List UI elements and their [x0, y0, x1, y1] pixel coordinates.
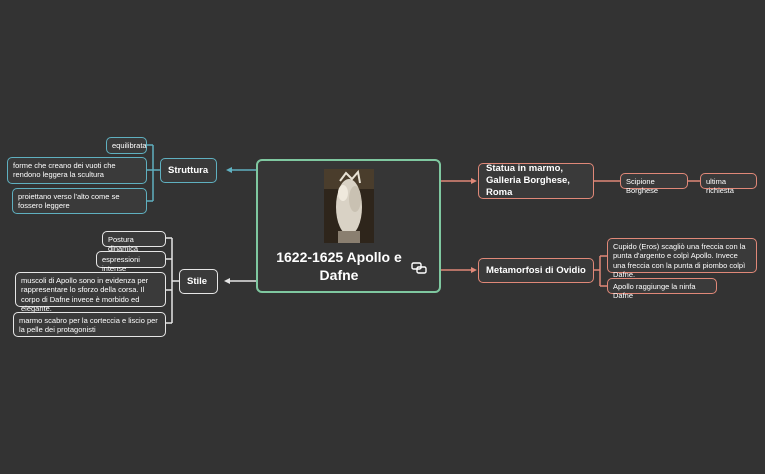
subtopic-proiettano[interactable]: proiettano verso l'alto come se fossero … — [12, 188, 147, 214]
subtopic-label: muscoli di Apollo sono in evidenza per r… — [21, 276, 149, 314]
subtopic-muscoli[interactable]: muscoli di Apollo sono in evidenza per r… — [15, 272, 166, 313]
subtopic-scipione[interactable]: Scipione Borghese — [620, 173, 688, 195]
subtopic-forme-vuoti[interactable]: forme che creano dei vuoti che rendono l… — [7, 157, 147, 184]
subtopic-label: espressioni intense — [102, 255, 140, 274]
topic-struttura-label: Struttura — [168, 164, 209, 176]
subtopic-label: Cupido (Eros) scagliò una freccia con la… — [613, 242, 746, 280]
link-icon[interactable] — [411, 262, 427, 274]
arrowhead-struttura — [226, 167, 232, 173]
topic-statua-label: Statua in marmo, Galleria Borghese, Roma — [486, 163, 570, 198]
subtopic-label: ultima richiesta — [706, 177, 734, 196]
subtopic-label: Scipione Borghese — [626, 177, 659, 196]
subtopic-label: Postura dinamica — [108, 235, 139, 254]
arrowhead-metamorfosi — [471, 267, 477, 273]
topic-struttura[interactable]: Struttura — [160, 158, 217, 183]
subtopic-marmo[interactable]: marmo scabro per la corteccia e liscio p… — [13, 312, 166, 337]
subtopic-label: proiettano verso l'alto come se fossero … — [18, 192, 120, 211]
subtopic-postura[interactable]: Postura dinamica — [102, 231, 166, 253]
topic-stile-label: Stile — [187, 275, 208, 287]
arrowhead-statua — [471, 178, 477, 184]
subtopic-label: Apollo raggiunge la ninfa Dafne — [613, 282, 696, 301]
subtopic-espressioni[interactable]: espressioni intense — [96, 251, 166, 273]
arrowhead-stile — [224, 278, 230, 284]
topic-stile[interactable]: Stile — [179, 269, 218, 294]
subtopic-apollo-ninfa[interactable]: Apollo raggiunge la ninfa Dafne — [607, 278, 717, 300]
connector-struttura-children — [147, 144, 160, 202]
subtopic-label: marmo scabro per la corteccia e liscio p… — [19, 316, 158, 335]
central-topic[interactable]: 1622-1625 Apollo e Dafne — [256, 159, 441, 293]
subtopic-label: forme che creano dei vuoti che rendono l… — [13, 161, 116, 180]
topic-statua[interactable]: Statua in marmo, Galleria Borghese, Roma — [478, 163, 594, 199]
central-title: 1622-1625 Apollo e Dafne — [276, 249, 402, 284]
statue-photo — [324, 169, 374, 243]
subtopic-label: equilibrata — [112, 141, 147, 150]
connector-metamorfosi-children — [594, 255, 607, 287]
subtopic-ultima-richiesta[interactable]: ultima richiesta — [700, 173, 757, 195]
statue-image — [324, 169, 374, 243]
topic-metamorfosi-label: Metamorfosi di Ovidio — [486, 264, 586, 276]
subtopic-equilibrata[interactable]: equilibrata — [106, 137, 147, 154]
topic-metamorfosi[interactable]: Metamorfosi di Ovidio — [478, 258, 594, 283]
subtopic-cupido[interactable]: Cupido (Eros) scagliò una freccia con la… — [607, 238, 757, 279]
connector-stile-children — [166, 237, 179, 324]
